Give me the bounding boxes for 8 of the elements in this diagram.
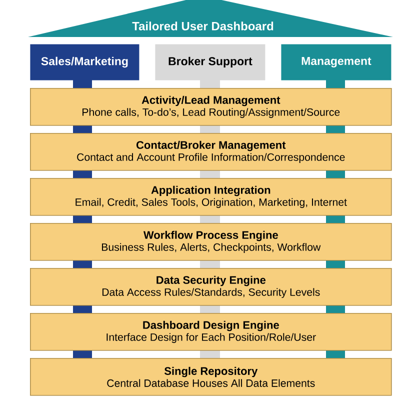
layer-band: Contact/Broker Management Contact and Account Profile Information/Correspondence xyxy=(30,133,392,171)
layer-band: Single Repository Central Database Houses All Data Elements xyxy=(30,358,392,396)
layer-band: Data Security Engine Data Access Rules/Standards, Security Levels xyxy=(30,268,392,306)
roof-banner: Tailored User Dashboard xyxy=(28,0,393,37)
layer-band: Application Integration Email, Credit, Sales Tools, Origination, Marketing, Internet xyxy=(30,178,392,216)
layer-band: Activity/Lead Management Phone calls, To-do’s, Lead Routing/Assignment/Source xyxy=(30,88,392,126)
layer-band: Dashboard Design Engine Interface Design for Each Position/Role/User xyxy=(30,313,392,351)
layer-band: Workflow Process Engine Business Rules, Alerts, Checkpoints, Workflow xyxy=(30,223,392,261)
